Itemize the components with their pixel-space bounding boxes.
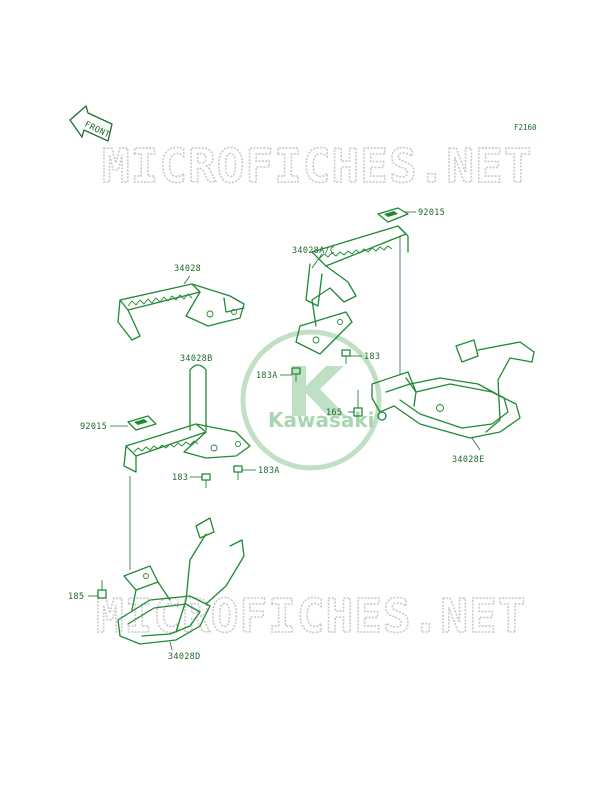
label-34028D: 34028D xyxy=(168,652,201,662)
front-arrow-icon: FRONT xyxy=(69,104,113,142)
bolt-183-right xyxy=(341,349,351,364)
bolt-183-lower xyxy=(201,473,211,488)
leader-lines xyxy=(88,211,481,651)
footrest-34028AC xyxy=(295,225,409,355)
label-183-lower: 183 xyxy=(172,473,188,483)
label-34028B: 34028B xyxy=(180,354,213,364)
guard-34028D xyxy=(117,517,245,645)
bolt-185 xyxy=(97,580,107,599)
guard-34028E xyxy=(371,339,535,439)
label-92015-left: 92015 xyxy=(80,422,107,432)
watermark-top: MICROFICHES.NET xyxy=(102,139,532,193)
pad-92015-top xyxy=(377,207,409,223)
bolt-183A-center xyxy=(291,367,301,382)
label-34028: 34028 xyxy=(174,264,201,274)
footrest-34028 xyxy=(117,283,245,341)
kawasaki-logo: Kawasaki xyxy=(240,329,382,471)
label-92015-top: 92015 xyxy=(418,208,445,218)
label-185: 185 xyxy=(68,592,84,602)
label-34028AC: 34028A/C xyxy=(292,246,335,256)
label-165: 165 xyxy=(326,408,342,418)
footrest-34028B xyxy=(123,364,251,473)
label-183-right: 183 xyxy=(364,352,380,362)
label-183A-lower: 183A xyxy=(258,466,280,476)
pad-92015-left xyxy=(127,415,157,431)
label-34028E: 34028E xyxy=(452,455,485,465)
logo-text: Kawasaki xyxy=(268,408,375,432)
figure-code: F2160 xyxy=(514,123,537,132)
bolt-183A-lower xyxy=(233,465,243,480)
label-183A-center: 183A xyxy=(256,371,278,381)
